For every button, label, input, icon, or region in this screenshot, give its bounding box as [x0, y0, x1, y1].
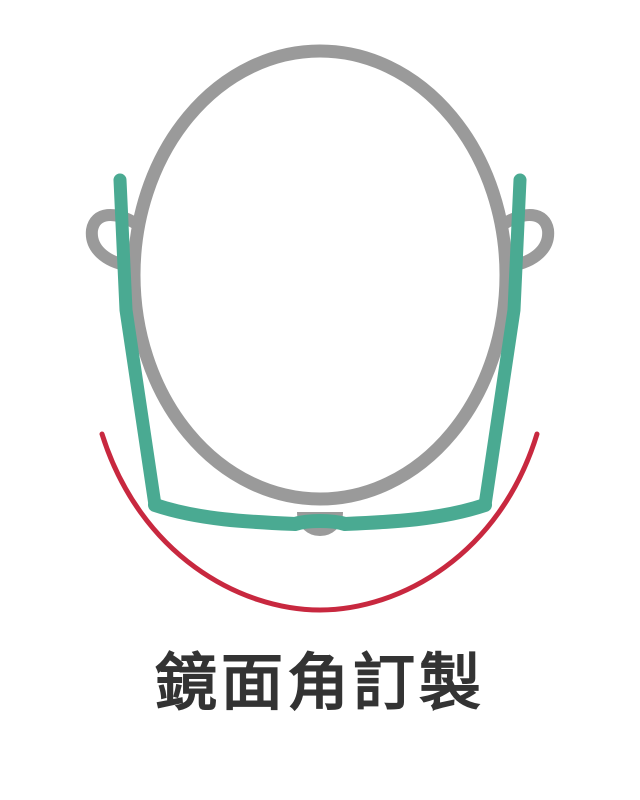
left-temple	[113, 173, 162, 512]
head	[127, 44, 513, 506]
front-frame	[148, 498, 492, 531]
glasses-frame-icon	[113, 173, 527, 531]
right-temple	[478, 173, 527, 512]
head-outline-icon	[85, 44, 555, 536]
wrap-arc	[99, 431, 540, 613]
face-wrap-curve-icon	[99, 431, 540, 613]
caption-title: 鏡面角訂製	[154, 646, 485, 719]
